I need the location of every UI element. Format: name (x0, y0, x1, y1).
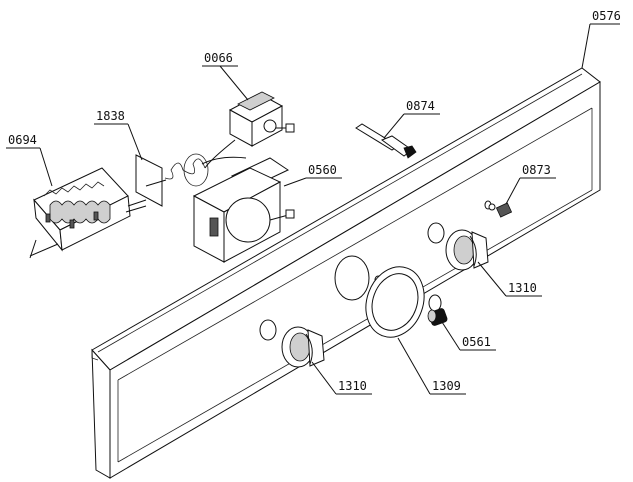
callout-knob-right: 1310 (508, 281, 537, 295)
panel-hole-left (259, 319, 277, 341)
callout-spring: 0561 (462, 335, 491, 349)
timer (192, 157, 295, 263)
callout-insulator: 1838 (96, 109, 125, 123)
igniter (355, 123, 417, 159)
panel-hole-right (427, 222, 445, 244)
leader-lines (6, 23, 620, 395)
callout-panel: 0576 (592, 9, 621, 23)
callout-igniter: 0874 (406, 99, 435, 113)
knob-right (445, 229, 489, 271)
bezel-ring (365, 266, 425, 338)
spring-part (427, 308, 448, 326)
callout-timer: 0560 (308, 163, 337, 177)
thermostat (164, 91, 295, 187)
callout-switch: 0694 (8, 133, 37, 147)
callout-knob-left: 1310 (338, 379, 367, 393)
small-bushing (488, 202, 513, 218)
knob-left (281, 326, 325, 368)
selector-switch (29, 167, 147, 259)
callout-bushing: 0873 (522, 163, 551, 177)
panel-hole-center (334, 255, 370, 301)
callout-ring: 1309 (432, 379, 461, 393)
callout-thermostat: 0066 (204, 51, 233, 65)
callout-labels: 0576 0066 1838 0694 0874 0560 0873 1310 … (8, 9, 621, 393)
control-panel (91, 67, 601, 479)
insulator-plate (135, 154, 167, 207)
